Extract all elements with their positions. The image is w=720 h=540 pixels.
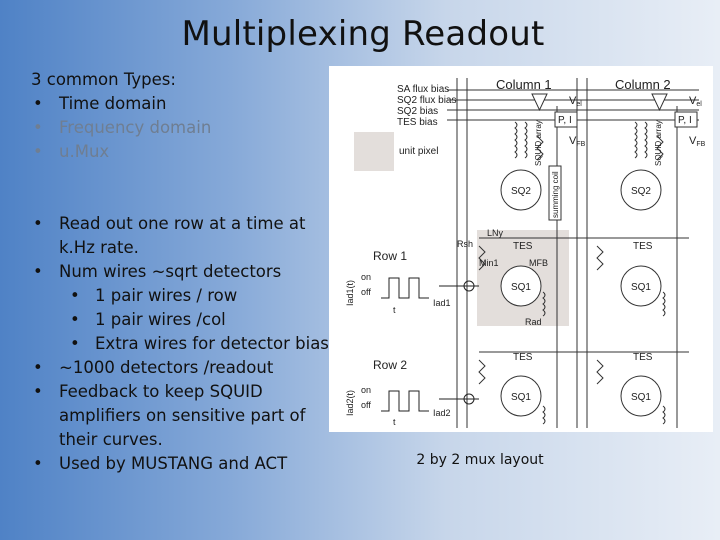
sq1-label-r1c2: SQ1: [631, 282, 651, 293]
v-fb-label-1: VFB: [569, 135, 586, 148]
v-el-label-2: Vel: [689, 95, 702, 108]
row-2-pulse-trace: [381, 390, 429, 412]
sq2-squid-col1: [500, 169, 542, 211]
bullet-feedback: Feedback to keep SQUID amplifiers on sen…: [31, 380, 341, 452]
iad1-label: Iad1: [433, 298, 451, 308]
bias-label-sa-flux: SA flux bias: [397, 84, 449, 95]
unit-pixel-label: unit pixel: [399, 146, 438, 157]
row-1-off-label: off: [361, 287, 371, 297]
bias-label-tes: TES bias: [397, 117, 438, 128]
sq1-label-r1c1: SQ1: [511, 282, 531, 293]
row-1-time-label: t: [393, 305, 396, 315]
iad2-axis-label: Iad2(t): [345, 390, 355, 416]
sub-bullet-bias-wires: Extra wires for detector bias: [59, 332, 341, 356]
readout-types-list: Time domain Frequency domain u.Mux: [31, 92, 341, 164]
row-2-off-label: off: [361, 400, 371, 410]
sq2-label-col1: SQ2: [511, 186, 531, 197]
mux-circuit-diagram: SA flux bias SQ2 flux bias SQ2 bias TES …: [345, 77, 706, 428]
summing-coil-label: summing coil: [551, 171, 560, 218]
wires-sublist: 1 pair wires / row 1 pair wires /col Ext…: [59, 284, 341, 356]
bullet-detectors: ~1000 detectors /readout: [31, 356, 341, 380]
row-1-label: Row 1: [373, 249, 407, 263]
tes-label-r1c2: TES: [633, 241, 653, 252]
sq1-squid-r1c2: [620, 265, 662, 307]
lny-label: LNy: [487, 228, 504, 238]
type-umux: u.Mux: [31, 140, 341, 164]
sq1-squid-r1c1: [500, 265, 542, 307]
pi-controller-1: P, I: [554, 111, 578, 128]
sq1-label-r2c2: SQ1: [631, 392, 651, 403]
type-time-domain: Time domain: [31, 92, 341, 116]
row-select-pulses: [381, 277, 479, 412]
row-1-pulse-trace: [381, 277, 429, 299]
sq1-squid-r2c2: [620, 375, 662, 417]
v-el-label-1: Vel: [569, 95, 582, 108]
squid-array-label-1: SQUID array: [534, 120, 543, 166]
squid-symbols: [500, 169, 662, 417]
tes-label-r2c2: TES: [633, 352, 653, 363]
intro-line: 3 common Types:: [31, 70, 176, 89]
rsh-label: Rsh: [457, 239, 473, 249]
tes-label-r2c1: TES: [513, 352, 533, 363]
bias-label-sq2-flux: SQ2 flux bias: [397, 95, 456, 106]
bullet-num-wires: Num wires ~sqrt detectors 1 pair wires /…: [31, 260, 341, 356]
tes-label-r1c1: TES: [513, 241, 533, 252]
content-text: 3 common Types: Time domain Frequency do…: [31, 68, 341, 476]
amplifier-symbols: [531, 93, 668, 112]
bias-label-sq2: SQ2 bias: [397, 106, 438, 117]
column-1-label: Column 1: [496, 77, 552, 92]
mux-circuit-figure: SA flux bias SQ2 flux bias SQ2 bias TES …: [329, 66, 713, 432]
min-label: Min1: [479, 258, 499, 268]
sub-bullet-col-wires: 1 pair wires /col: [59, 308, 341, 332]
pi-controller-2: P, I: [674, 111, 698, 128]
bias-labels: SA flux bias SQ2 flux bias SQ2 bias TES …: [397, 84, 456, 128]
unit-pixel-legend-swatch: [354, 132, 394, 171]
pi-controller-1-label: P, I: [558, 115, 572, 126]
type-frequency-domain: Frequency domain: [31, 116, 341, 140]
column-2-label: Column 2: [615, 77, 671, 92]
bullet-read-rate: Read out one row at a time at k.Hz rate.: [31, 212, 341, 260]
figure-caption: 2 by 2 mux layout: [416, 452, 544, 468]
details-list: Read out one row at a time at k.Hz rate.…: [31, 212, 341, 476]
sub-bullet-row-wires: 1 pair wires / row: [59, 284, 341, 308]
row-2-label: Row 2: [373, 358, 407, 372]
sq1-label-r2c1: SQ1: [511, 392, 531, 403]
coil-symbols: [514, 121, 666, 425]
sq2-squid-col2: [620, 169, 662, 211]
rad-label: Rad: [525, 317, 542, 327]
sq1-squid-r2c1: [500, 375, 542, 417]
mfb-label: MFB: [529, 258, 548, 268]
pi-controller-2-label: P, I: [678, 115, 692, 126]
row-2-time-label: t: [393, 417, 396, 427]
summing-coil-box: [548, 165, 562, 221]
bullet-used-by: Used by MUSTANG and ACT: [31, 452, 341, 476]
sq2-label-col2: SQ2: [631, 186, 651, 197]
row-1-on-label: on: [361, 272, 371, 282]
bullet-num-wires-text: Num wires ~sqrt detectors: [59, 262, 282, 281]
slide-title: Multiplexing Readout: [181, 14, 545, 54]
v-fb-label-2: VFB: [689, 135, 706, 148]
iad2-label: Iad2: [433, 408, 451, 418]
iad1-axis-label: Iad1(t): [345, 280, 355, 306]
row-2-on-label: on: [361, 385, 371, 395]
squid-array-label-2: SQUID array: [654, 120, 663, 166]
